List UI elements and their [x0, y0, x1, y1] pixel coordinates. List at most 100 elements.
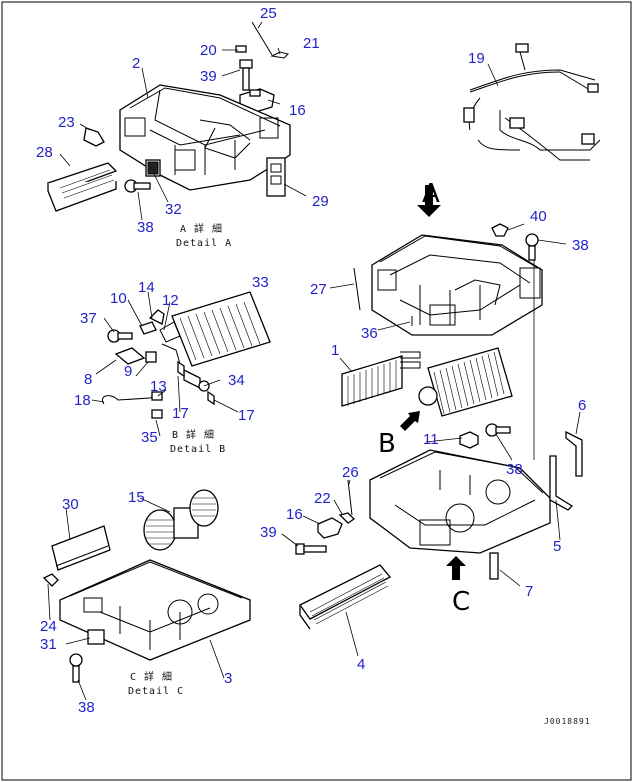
part-11-bracket [459, 431, 479, 449]
callout-13: 13 [150, 378, 167, 395]
callout-21: 21 [303, 35, 320, 52]
callout-17-b: 17 [238, 407, 255, 424]
callout-39-b: 39 [260, 524, 277, 541]
part-33-heater-core [171, 291, 271, 367]
part-29-frame [266, 157, 286, 197]
part-14-clip [148, 309, 165, 325]
part-10-clamp [139, 321, 157, 335]
callout-16-a: 16 [289, 102, 306, 119]
part-33-heater-core-b [418, 347, 513, 417]
callout-27: 27 [310, 281, 327, 298]
callout-12: 12 [162, 292, 179, 309]
part-3-lower-case [59, 559, 251, 661]
detail-c-group: C 詳 細 Detail C [42, 489, 251, 701]
part-34-grommet [183, 368, 210, 392]
part-8-seal [114, 347, 146, 365]
part-22-clip [338, 512, 356, 524]
callout-31: 31 [40, 636, 57, 653]
arrow-b [400, 411, 420, 431]
callout-34: 34 [228, 372, 245, 389]
callout-36: 36 [361, 325, 378, 342]
part-13-clip [151, 391, 163, 401]
callout-30: 30 [62, 496, 79, 513]
part-25-rod [251, 21, 273, 56]
callout-38-c: 38 [506, 461, 523, 478]
detail-a-caption-en: Detail A [176, 238, 232, 249]
part-31-connector [87, 629, 105, 645]
part-39-bolt [239, 59, 253, 91]
part-35-clip [151, 409, 163, 419]
callout-33: 33 [252, 274, 269, 291]
callout-37: 37 [80, 310, 97, 327]
drawing-code: J0018891 [544, 717, 591, 726]
arrow-c [446, 556, 466, 580]
part-38-bolt-b [525, 233, 539, 261]
callout-14: 14 [138, 279, 155, 296]
callout-17-a: 17 [172, 405, 189, 422]
detail-a-group: A 詳 細 Detail A [46, 21, 307, 249]
part-28-filter [46, 162, 118, 212]
detail-b-group: B 詳 細 Detail B [91, 291, 271, 455]
callout-20: 20 [200, 42, 217, 59]
part-20-clip [235, 45, 247, 53]
callout-35: 35 [141, 429, 158, 446]
callout-24: 24 [40, 618, 57, 635]
callout-4: 4 [357, 656, 365, 673]
detail-b-caption-en: Detail B [170, 444, 226, 455]
part-39-bolt-b [295, 543, 327, 555]
callout-16-b: 16 [286, 506, 303, 523]
part-17-clip-a [177, 360, 185, 378]
callout-9: 9 [124, 363, 132, 380]
part-15-blower-fan [143, 489, 219, 551]
callout-7: 7 [525, 583, 533, 600]
arrow-a-letter: A [422, 179, 440, 209]
part-38-bolt-d [69, 653, 83, 683]
part-9-clip [145, 351, 157, 363]
callout-23: 23 [58, 114, 75, 131]
detail-a-caption-ja: A 詳 細 [180, 222, 223, 235]
callout-40: 40 [530, 208, 547, 225]
part-7-seal [489, 552, 499, 580]
part-12-pipe [159, 321, 181, 365]
part-38-bolt-c [485, 423, 511, 437]
callout-29: 29 [312, 193, 329, 210]
part-37-bolt [107, 329, 133, 343]
detail-c-caption-ja: C 詳 細 [130, 670, 173, 683]
callout-6: 6 [578, 397, 586, 414]
callout-3: 3 [224, 670, 232, 687]
part-6-bracket [565, 430, 583, 477]
part-4-filter [299, 564, 392, 630]
callout-5: 5 [553, 538, 561, 555]
part-27-rod [353, 267, 361, 311]
callout-10: 10 [110, 290, 127, 307]
part-30-filter-cover [51, 525, 111, 571]
main-hvac-assembly: A B [281, 179, 583, 657]
callout-26: 26 [342, 464, 359, 481]
callout-38-a: 38 [137, 219, 154, 236]
callout-8: 8 [84, 371, 92, 388]
callout-28: 28 [36, 144, 53, 161]
part-38-bolt-a [124, 179, 151, 193]
callout-1: 1 [331, 342, 339, 359]
callout-2: 2 [132, 55, 140, 72]
callout-15: 15 [128, 489, 145, 506]
callout-22: 22 [314, 490, 331, 507]
part-40-screw [491, 223, 509, 237]
detail-b-caption-ja: B 詳 細 [172, 428, 215, 441]
part-23-clip [83, 127, 105, 147]
callout-39-a: 39 [200, 68, 217, 85]
callout-18: 18 [74, 392, 91, 409]
callout-32: 32 [165, 201, 182, 218]
part-16-actuator-b [317, 517, 343, 539]
detail-c-caption-en: Detail C [128, 686, 184, 697]
part-26-rod [347, 479, 353, 516]
callout-numbers: 25 21 20 39 2 16 23 28 32 38 29 19 40 38… [36, 5, 589, 716]
part-1-evaporator [341, 351, 421, 407]
part-21-clip [270, 51, 289, 59]
part-19-wire-harness [463, 43, 601, 161]
arrow-c-letter: C [452, 587, 470, 617]
part-17-clip-b [207, 390, 215, 406]
arrow-a [417, 185, 441, 217]
